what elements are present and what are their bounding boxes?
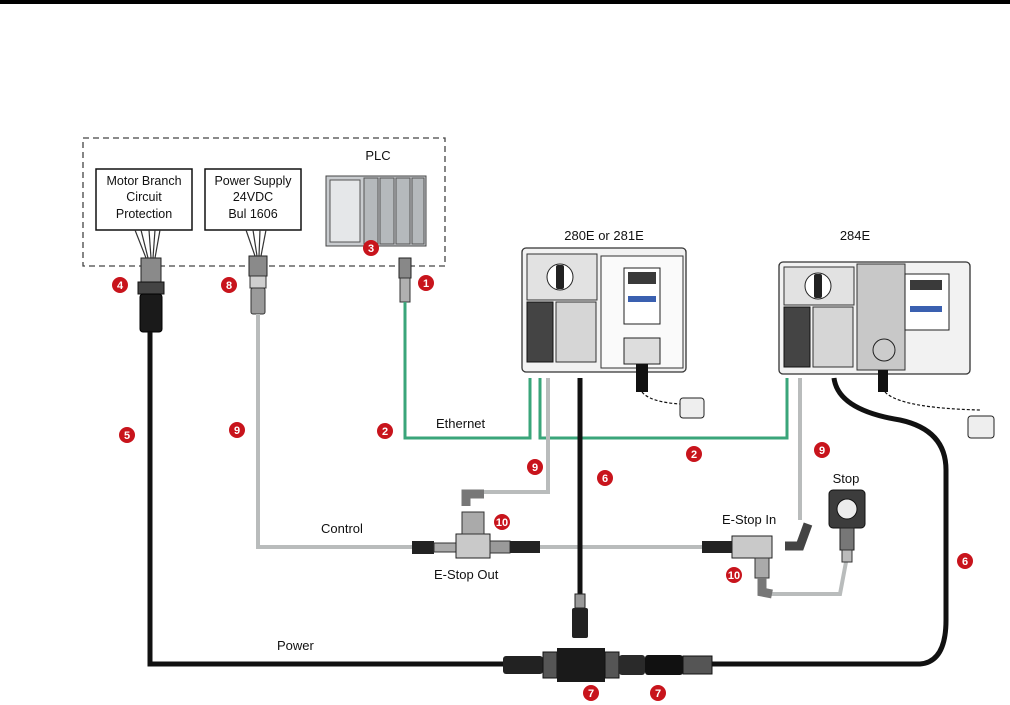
svg-text:6: 6 bbox=[602, 473, 608, 485]
power-supply-connector bbox=[248, 255, 268, 315]
power-supply-line-3: Bul 1606 bbox=[228, 207, 277, 221]
power-cable bbox=[147, 332, 949, 667]
callout-10-right: 10 bbox=[726, 567, 742, 583]
estop-out-tee bbox=[412, 489, 540, 559]
svg-text:5: 5 bbox=[124, 430, 130, 442]
motor-branch-connector bbox=[137, 257, 165, 333]
svg-text:9: 9 bbox=[532, 462, 538, 474]
ethernet-cable bbox=[403, 302, 789, 440]
callout-3: 3 bbox=[363, 240, 379, 256]
motor-branch-box: Motor Branch Circuit Protection bbox=[95, 168, 193, 231]
power-tee-assembly bbox=[503, 593, 713, 682]
svg-text:6: 6 bbox=[962, 556, 968, 568]
callout-2-ethernet-right: 2 bbox=[686, 446, 702, 462]
power-label: Power bbox=[277, 638, 315, 653]
callout-6-center: 6 bbox=[597, 470, 613, 486]
svg-text:1: 1 bbox=[423, 278, 429, 290]
drive1-device bbox=[521, 247, 687, 392]
drive1-label: 280E or 281E bbox=[564, 228, 644, 243]
callout-6-right: 6 bbox=[957, 553, 973, 569]
svg-text:7: 7 bbox=[588, 688, 594, 700]
plc-device bbox=[325, 175, 427, 247]
drive2-device bbox=[778, 261, 971, 392]
drive2-label: 284E bbox=[840, 228, 871, 243]
header-rule bbox=[0, 0, 1010, 4]
power-supply-line-1: Power Supply bbox=[214, 174, 292, 188]
callout-9-center: 9 bbox=[527, 459, 543, 475]
callout-7-right: 7 bbox=[650, 685, 666, 701]
callout-10-left: 10 bbox=[494, 514, 510, 530]
svg-text:4: 4 bbox=[117, 280, 124, 292]
svg-text:2: 2 bbox=[382, 426, 388, 438]
callout-1: 1 bbox=[418, 275, 434, 291]
estop-in-tee bbox=[702, 522, 813, 599]
power-supply-box: Power Supply 24VDC Bul 1606 bbox=[204, 168, 302, 231]
drive1-remote-pendant bbox=[641, 391, 705, 419]
motor-branch-wires bbox=[134, 229, 161, 259]
callout-9-left: 9 bbox=[229, 422, 245, 438]
estop-in-label: E-Stop In bbox=[722, 512, 776, 527]
motor-branch-line-1: Motor Branch bbox=[106, 174, 181, 188]
plc-ethernet-connector bbox=[398, 257, 412, 303]
callout-5: 5 bbox=[119, 427, 135, 443]
motor-branch-line-2: Circuit bbox=[126, 190, 162, 204]
callout-9-right: 9 bbox=[814, 442, 830, 458]
callout-4: 4 bbox=[112, 277, 128, 293]
callout-7-left: 7 bbox=[583, 685, 599, 701]
svg-text:8: 8 bbox=[226, 280, 232, 292]
motor-branch-line-3: Protection bbox=[116, 207, 172, 221]
svg-text:3: 3 bbox=[368, 243, 374, 255]
stop-button-station bbox=[828, 489, 866, 563]
plc-label: PLC bbox=[365, 148, 390, 163]
drive2-remote-pendant bbox=[884, 391, 995, 439]
control-cable bbox=[256, 314, 848, 596]
ethernet-label: Ethernet bbox=[436, 416, 486, 431]
svg-text:10: 10 bbox=[496, 517, 508, 529]
callout-8: 8 bbox=[221, 277, 237, 293]
svg-text:9: 9 bbox=[234, 425, 240, 437]
power-supply-line-2: 24VDC bbox=[233, 190, 273, 204]
svg-text:10: 10 bbox=[728, 570, 740, 582]
callout-2-ethernet-left: 2 bbox=[377, 423, 393, 439]
estop-out-label: E-Stop Out bbox=[434, 567, 499, 582]
svg-text:9: 9 bbox=[819, 445, 825, 457]
control-label: Control bbox=[321, 521, 363, 536]
power-supply-wires bbox=[245, 229, 267, 257]
stop-label: Stop bbox=[833, 471, 860, 486]
svg-text:7: 7 bbox=[655, 688, 661, 700]
svg-text:2: 2 bbox=[691, 449, 697, 461]
